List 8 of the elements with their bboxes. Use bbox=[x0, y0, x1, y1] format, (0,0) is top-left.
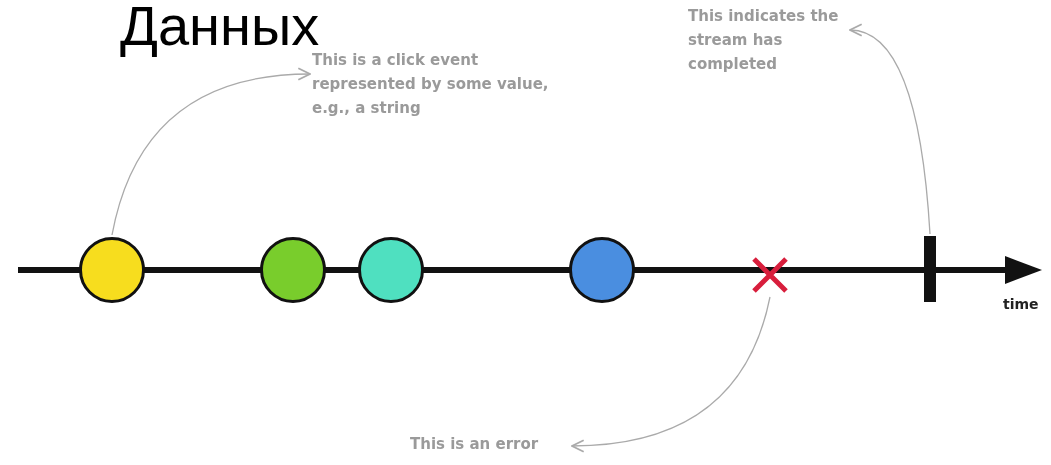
leader-arrow bbox=[111, 67, 311, 236]
annotation-text: This indicates the stream has completed bbox=[688, 4, 848, 80]
annotation-text: This is an error bbox=[410, 432, 570, 460]
completion-bar bbox=[924, 236, 936, 302]
leader-arrow bbox=[571, 296, 771, 453]
leader-arrow bbox=[849, 24, 931, 235]
axis-label: time bbox=[1003, 296, 1039, 312]
error-cross bbox=[750, 255, 790, 295]
